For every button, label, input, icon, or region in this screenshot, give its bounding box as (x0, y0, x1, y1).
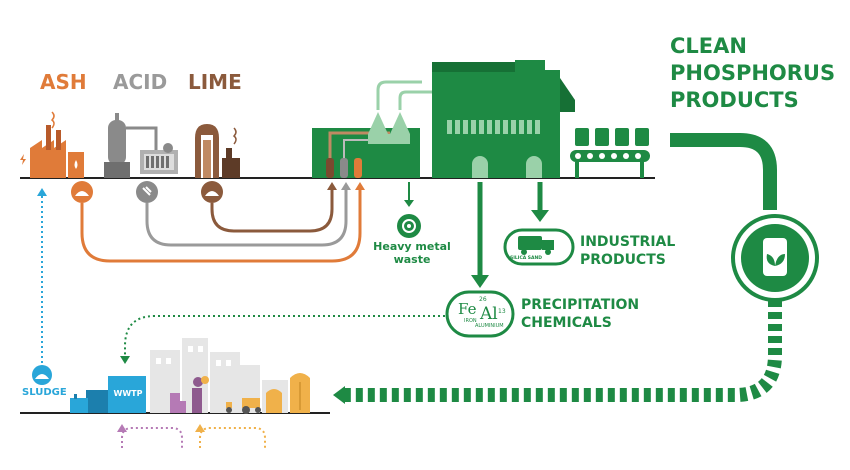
precipitation-chemicals-label: PRECIPITATION CHEMICALS (521, 296, 639, 332)
industrial-line-1: INDUSTRIAL (580, 234, 676, 250)
lime-collector-icon (201, 181, 223, 203)
heavy-line-1: Heavy metal (373, 240, 451, 253)
precipitation-line-1: PRECIPITATION (521, 297, 640, 313)
toilet-icon (170, 376, 209, 413)
phosphorus-plant-icon (312, 60, 575, 178)
clean-phosphorus-label: CLEAN PHOSPHORUS PRODUCTS (670, 33, 835, 114)
clean-line-1: CLEAN (670, 34, 747, 58)
wwtp-label: WWTP (113, 389, 143, 398)
iron-name: IRON (464, 318, 477, 324)
industrial-products-label: INDUSTRIAL PRODUCTS (580, 233, 675, 269)
ash-collector-icon (71, 181, 93, 203)
lime-label: LIME (188, 70, 242, 94)
purple-loop (121, 427, 183, 448)
aluminium-symbol: Al (480, 304, 498, 324)
acid-collector-icon (136, 181, 158, 203)
fertilizer-bag-icon (741, 224, 809, 292)
industrial-line-2: PRODUCTS (580, 252, 666, 268)
yellow-loop (199, 427, 266, 448)
silo-icon (266, 373, 310, 413)
wwtp-icon (70, 376, 146, 413)
sludge-icon (32, 365, 52, 385)
city-icon (150, 338, 288, 413)
heavy-line-2: waste (393, 253, 431, 266)
ash-feed-line (80, 188, 362, 263)
conveyor-icon (570, 128, 650, 178)
chemical-badge (445, 290, 515, 338)
aluminium-name: ALUMINIUM (475, 323, 504, 329)
truck-icon (503, 228, 575, 266)
aluminium-number: 13 (498, 308, 506, 315)
factory-icon (20, 111, 84, 178)
clean-line-3: PRODUCTS (670, 88, 799, 112)
iron-symbol: Fe (458, 300, 477, 318)
acid-plant-icon (104, 113, 178, 178)
lime-kiln-icon (195, 124, 240, 178)
clean-line-2: PHOSPHORUS (670, 61, 836, 85)
precipitation-line-2: CHEMICALS (521, 315, 612, 331)
sludge-label: SLUDGE (22, 387, 67, 398)
product-flow-line (670, 133, 777, 210)
ash-label: ASH (40, 70, 87, 94)
silica-sand-label: SILICA SAND (510, 256, 543, 261)
tractor-icon (226, 398, 261, 414)
iron-number: 26 (479, 296, 487, 303)
heavy-metal-label: Heavy metal waste (372, 240, 452, 266)
lime-feed-line (210, 188, 334, 233)
acid-feed-line (145, 188, 348, 247)
precipitation-line (124, 315, 445, 356)
acid-label: ACID (113, 70, 168, 94)
return-flow-line (345, 300, 782, 402)
hazard-icon (397, 214, 421, 238)
